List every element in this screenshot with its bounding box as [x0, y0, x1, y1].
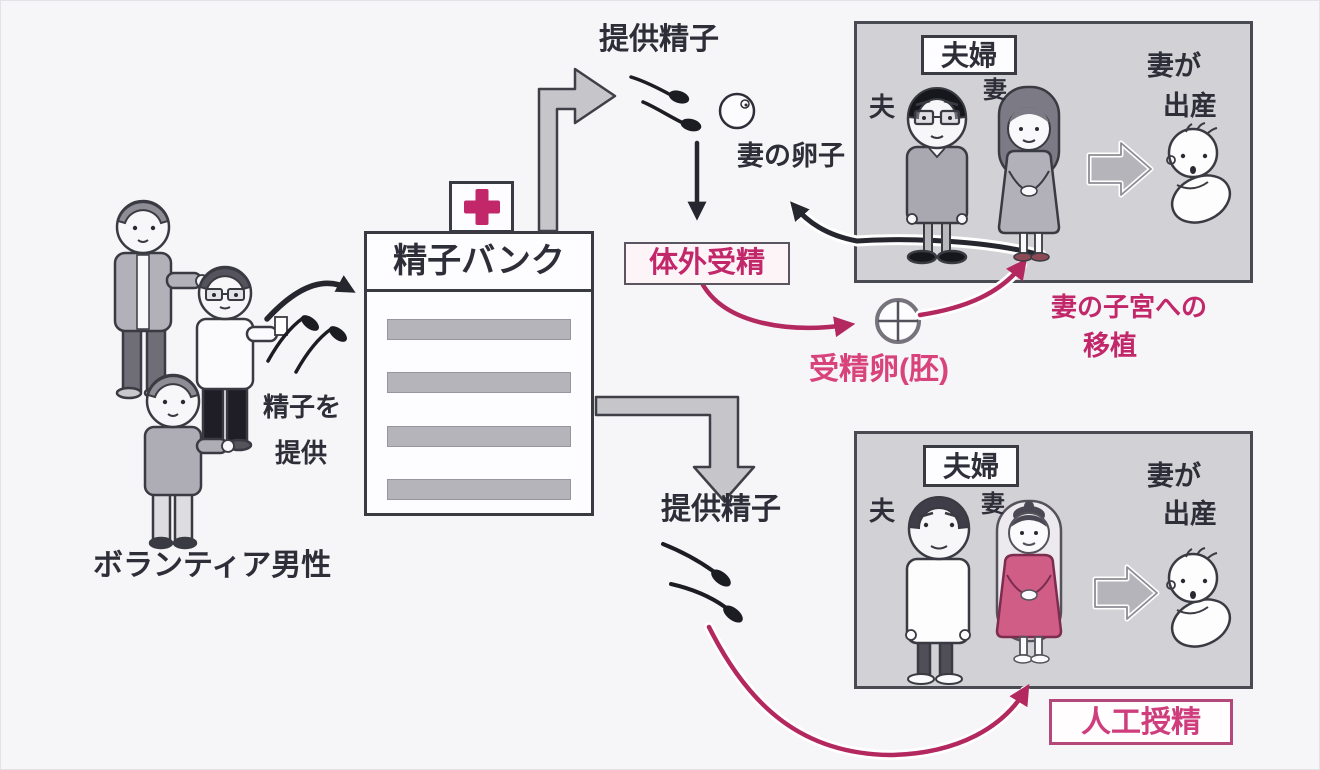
building-window-bar	[387, 426, 571, 447]
wife-top	[997, 85, 1061, 262]
couple-label-top: 夫婦	[921, 35, 1017, 75]
building-window-bar	[387, 372, 571, 393]
fertilized-egg-label: 受精卵(胚)	[809, 353, 949, 386]
wife-label-top: 妻	[983, 77, 1007, 104]
sperm-cells-donation	[266, 315, 347, 374]
arrow-volunteers-to-bank	[264, 275, 356, 322]
husband-label-bottom: 夫	[869, 496, 896, 526]
baby-bottom	[1166, 547, 1232, 648]
arrow-casing	[915, 260, 1027, 320]
pipe-arrow-to-bottom-path	[594, 395, 756, 503]
arrow-sperm-to-uterus	[706, 624, 1030, 758]
wife-birth-label-top-line1: 妻が	[1147, 51, 1201, 81]
artificial-insemination-label-box: 人工授精	[1049, 699, 1233, 745]
wife-label-bottom: 妻	[981, 491, 1005, 518]
wife-birth-label-bottom-line2: 出産	[1163, 499, 1217, 529]
result-arrow-top	[1086, 140, 1154, 198]
uterus-transfer-label-line2: 移植	[1083, 331, 1137, 361]
donated-sperm-bottom-label: 提供精子	[661, 493, 781, 526]
volunteer-man-1	[113, 199, 209, 400]
ivf-label-box: 体外受精	[624, 242, 790, 285]
wife-birth-label-bottom-line1: 妻が	[1147, 461, 1201, 491]
result-arrow-bottom	[1092, 564, 1160, 622]
uterus-transfer-label-line1: 妻の子宮への	[1051, 292, 1208, 322]
building-window-bar	[387, 319, 571, 340]
baby-top	[1166, 122, 1232, 224]
sperm-bank-title: 精子バンク	[367, 234, 591, 292]
donated-sperm-top-label: 提供精子	[599, 23, 719, 56]
medical-cross-sign	[449, 181, 514, 233]
wife-egg-label: 妻の卵子	[737, 141, 845, 171]
sperm-cells-top	[629, 75, 702, 132]
wife-bottom	[995, 499, 1063, 664]
husband-label-top: 夫	[869, 92, 896, 122]
volunteer-men-label: ボランティア男性	[93, 549, 332, 582]
arrow-wife-to-egg	[790, 201, 1044, 258]
wife-birth-label-top-line2: 出産	[1163, 91, 1217, 121]
arrow-embryo-to-uterus	[917, 258, 1028, 318]
husband-bottom	[905, 496, 971, 685]
sperm-cells-bottom	[661, 542, 743, 623]
sperm-bank-building: 精子バンク	[364, 231, 594, 516]
volunteer-man-3	[143, 373, 235, 550]
donate-sperm-label-line2: 提供	[275, 438, 328, 468]
arrow-ivf-to-embryo	[700, 282, 856, 338]
fertilized-egg	[875, 298, 921, 344]
wife-egg-cell	[718, 92, 756, 130]
medical-cross-icon	[463, 200, 500, 214]
husband-top	[905, 87, 969, 265]
pipe-arrow-to-top-path	[537, 67, 617, 233]
couple-label-bottom: 夫婦	[923, 445, 1019, 487]
donate-sperm-label-line1: 精子を	[263, 392, 342, 422]
building-window-bar	[387, 479, 571, 500]
